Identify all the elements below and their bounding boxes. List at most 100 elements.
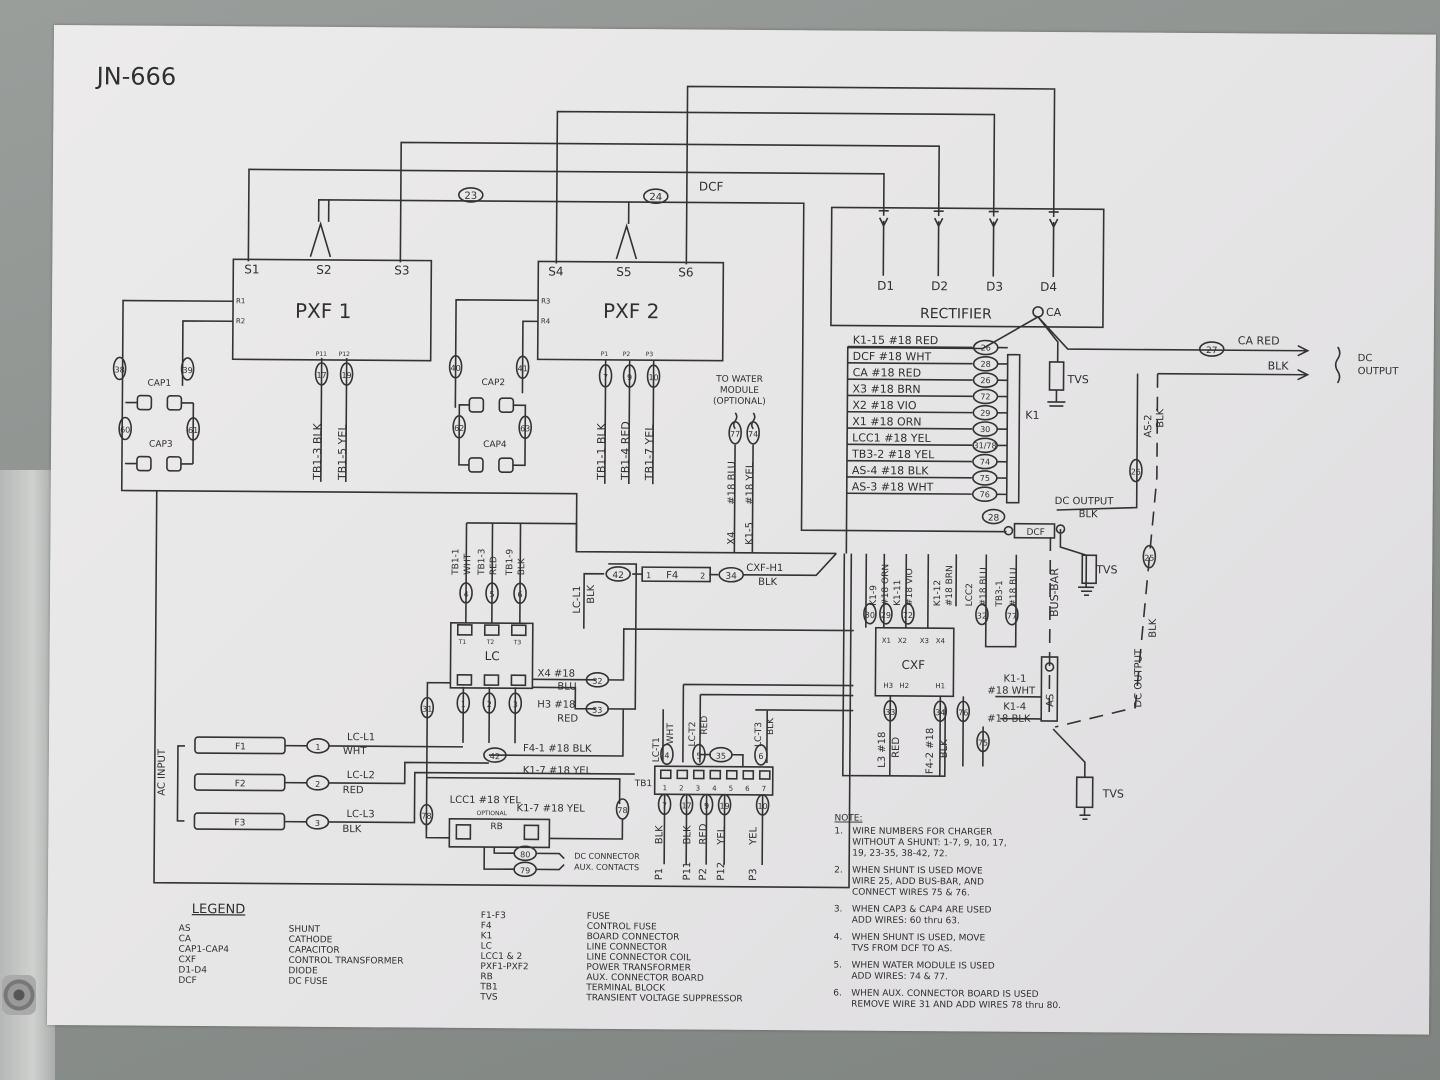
svg-text:BLK: BLK: [766, 717, 776, 735]
svg-text:DCF: DCF: [1026, 528, 1044, 538]
svg-text:S6: S6: [678, 265, 693, 279]
legend-code: PXF1-PXF2: [480, 962, 528, 972]
dcf-top-label: DCF: [699, 180, 724, 194]
svg-text:78: 78: [617, 806, 627, 815]
svg-text:3: 3: [315, 819, 320, 828]
svg-text:TO WATER: TO WATER: [715, 375, 763, 385]
svg-text:4: 4: [664, 751, 669, 760]
svg-text:AC INPUT: AC INPUT: [157, 748, 168, 796]
svg-text:CXF: CXF: [902, 658, 926, 672]
svg-text:D1: D1: [877, 279, 894, 293]
legend-desc: CONTROL TRANSFORMER: [288, 956, 403, 967]
note-line: WIRE NUMBERS FOR CHARGER: [852, 827, 992, 838]
svg-text:R1: R1: [236, 297, 245, 305]
wire-number-24: 24: [643, 188, 669, 205]
svg-text:41: 41: [517, 364, 527, 373]
svg-text:10: 10: [648, 373, 658, 382]
legend-code: CXF: [178, 955, 196, 965]
dc-output-path: AS-2 BLK 25 25 DC OUTPUT BLK DC OUTPUT B…: [981, 373, 1166, 728]
tb1-terminal-number: 4: [712, 785, 717, 793]
svg-text:6: 6: [517, 590, 522, 599]
cap1-cap3-wiring: CAP1 CAP3 38 39 60 61: [112, 299, 234, 486]
svg-text:YEL: YEL: [748, 826, 759, 846]
svg-text:H2: H2: [899, 682, 909, 690]
k1-wire-label: DCF #18 WHT: [853, 350, 932, 364]
svg-text:61: 61: [188, 426, 198, 435]
note-line: CONNECT WIRES 75 & 76.: [852, 888, 970, 899]
svg-text:CAP1: CAP1: [147, 379, 171, 389]
k1-wire-number-text: 29: [980, 409, 990, 418]
legend-desc: FUSE: [587, 912, 611, 922]
svg-text:1: 1: [315, 743, 320, 752]
legend-desc: TRANSIENT VOLTAGE SUPPRESSOR: [585, 993, 743, 1004]
svg-text:RED: RED: [343, 785, 364, 796]
svg-text:F4: F4: [666, 570, 678, 581]
svg-text:BLK: BLK: [1268, 359, 1290, 372]
k1-wire-number-text: 72: [980, 392, 990, 401]
svg-text:LC-L3: LC-L3: [346, 809, 374, 820]
svg-text:DC CONNECTOR: DC CONNECTOR: [574, 852, 640, 861]
legend-desc: CATHODE: [289, 935, 333, 945]
svg-text:TB1: TB1: [634, 779, 652, 789]
svg-text:74: 74: [748, 430, 758, 439]
svg-text:TVS: TVS: [1102, 787, 1124, 800]
svg-text:RB: RB: [490, 822, 503, 832]
svg-text:WHT: WHT: [463, 553, 473, 575]
note-line: WHEN WATER MODULE IS USED: [851, 961, 994, 972]
return-bus-line: [153, 490, 853, 889]
svg-text:63: 63: [520, 424, 530, 433]
note-line: WIRE 25, ADD BUS-BAR, AND: [852, 877, 984, 888]
svg-text:TB1-1: TB1-1: [451, 548, 461, 575]
k1-wire-label: LCC1 #18 YEL: [852, 431, 931, 445]
f4-control-fuse: 42 1 2 F4 34 CXF-H1 BLK LC-L1 BLK: [572, 552, 837, 629]
svg-text:LC-T3: LC-T3: [754, 722, 764, 747]
legend-code: RB: [480, 972, 493, 982]
svg-text:BLK: BLK: [586, 584, 597, 604]
legend-desc: DIODE: [288, 966, 318, 976]
svg-text:79: 79: [520, 866, 530, 875]
svg-text:X4: X4: [726, 531, 737, 544]
svg-text:LC: LC: [485, 649, 500, 663]
svg-text:NOTE:: NOTE:: [834, 813, 862, 823]
note-number: 3.: [834, 904, 843, 914]
svg-text:YEL: YEL: [716, 826, 727, 846]
note-number: 2.: [834, 865, 843, 875]
svg-text:R3: R3: [541, 297, 550, 305]
k1-wire-number: [972, 388, 999, 405]
svg-text:R4: R4: [541, 317, 551, 325]
svg-text:K1-12: K1-12: [933, 580, 943, 606]
as-shunt: AS 76 75 K1-1 #18 WHT K1-4 #18 BLK TVS: [956, 656, 1124, 821]
svg-text:TB1-5 YEL: TB1-5 YEL: [336, 424, 349, 481]
k1-wire-number: [972, 356, 999, 372]
svg-text:CA RED: CA RED: [1238, 334, 1280, 347]
lc-top-labels: TB1-1 WHT TB1-3 RED TB1-9 BLK: [451, 548, 527, 576]
svg-text:WHT: WHT: [343, 746, 367, 757]
svg-text:R2: R2: [236, 317, 245, 325]
svg-text:27: 27: [1206, 346, 1218, 356]
svg-text:P1: P1: [654, 868, 665, 880]
svg-text:#18 BLU: #18 BLU: [979, 567, 989, 606]
k1-wire-number: [972, 421, 999, 437]
svg-text:K1-9: K1-9: [869, 585, 879, 606]
k1-wire-label: X1 #18 ORN: [852, 415, 921, 428]
svg-text:5: 5: [489, 590, 494, 599]
svg-text:30: 30: [865, 611, 875, 620]
svg-text:F3: F3: [234, 818, 245, 828]
svg-text:BLK: BLK: [1155, 408, 1166, 428]
legend-code: F1-F3: [481, 911, 506, 921]
svg-text:TB1-3: TB1-3: [477, 549, 487, 576]
svg-text:MODULE: MODULE: [720, 386, 759, 396]
svg-text:77: 77: [1007, 612, 1017, 621]
legend-desc: CONTROL FUSE: [587, 922, 657, 932]
svg-text:19: 19: [341, 371, 351, 380]
svg-text:X3: X3: [920, 637, 929, 645]
legend-desc: AUX. CONNECTOR BOARD: [586, 973, 704, 984]
pxf2-outputs: 7 9 10 TB1-1 BLK TB1-4 RED TB1-7 YEL: [595, 359, 661, 485]
svg-text:RECTIFIER: RECTIFIER: [920, 306, 992, 323]
tb1-terminal-number: 1: [663, 784, 668, 792]
svg-text:LC-L1: LC-L1: [572, 586, 583, 614]
legend-desc: LINE CONNECTOR COIL: [586, 953, 691, 964]
tb1-terminal-number: 2: [679, 784, 684, 792]
k1-wire-label: X2 #18 VIO: [852, 399, 917, 412]
svg-text:P11: P11: [682, 862, 693, 881]
